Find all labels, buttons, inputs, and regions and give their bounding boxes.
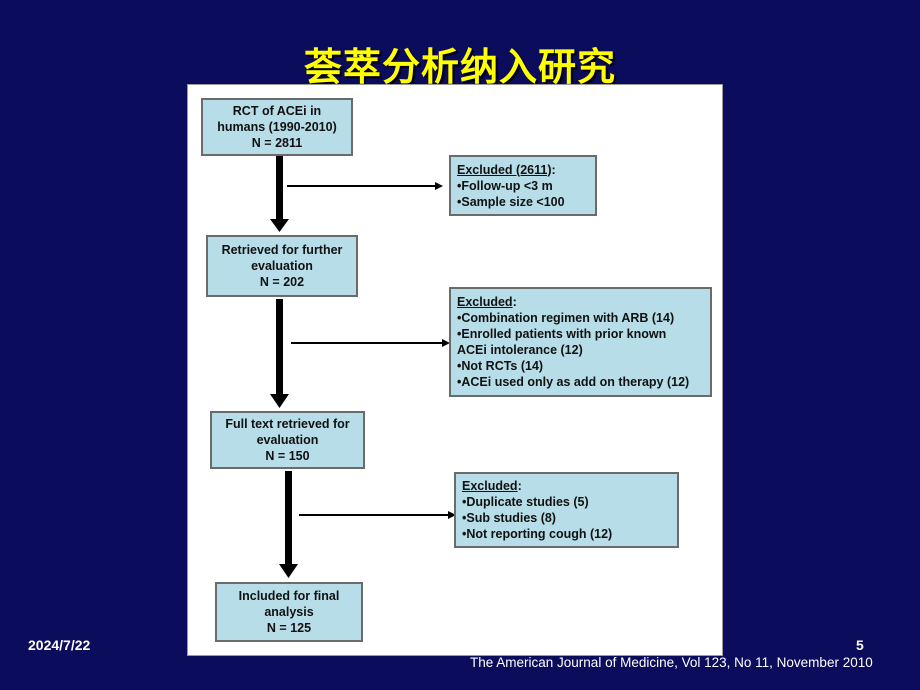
- stage-box-retrieved: Retrieved for further evaluation N = 202: [206, 235, 358, 297]
- flowchart-connectors: [270, 156, 456, 578]
- stage-box-rct: RCT of ACEi in humans (1990-2010) N = 28…: [201, 98, 353, 156]
- exclusion-heading-suffix: :: [512, 295, 517, 309]
- exclusion-box-3: Excluded: •Duplicate studies (5) •Sub st…: [454, 472, 679, 548]
- exclusion-item: •Sample size <100: [457, 194, 565, 209]
- slide-title: 荟萃分析纳入研究: [303, 45, 616, 89]
- stage-line: evaluation: [256, 433, 319, 447]
- stage-box-included: Included for final analysis N = 125: [215, 582, 363, 642]
- footer-page-number: 5: [856, 637, 864, 653]
- exclusion-heading: Excluded: [462, 479, 518, 493]
- exclusion-item: ACEi intolerance (12): [457, 343, 583, 357]
- exclusion-item: •Not RCTs (14): [457, 359, 544, 373]
- exclusion-heading-row: Excluded:: [457, 294, 704, 310]
- exclusion-item: •ACEi used only as add on therapy (12): [457, 375, 690, 389]
- footer-date: 2024/7/22: [28, 637, 91, 653]
- exclusion-heading-row: Excluded:: [462, 478, 671, 494]
- stage-line: evaluation: [251, 259, 313, 273]
- stage-line: N = 202: [259, 275, 305, 289]
- stage-line: N = 125: [266, 621, 312, 635]
- down-arrow-1: [270, 156, 289, 232]
- exclusion-heading-suffix: :: [517, 479, 522, 493]
- stage-line: Retrieved for further: [221, 243, 343, 257]
- stage-line: N = 150: [265, 449, 310, 463]
- stage-line: Included for final: [238, 589, 340, 603]
- stage-line: Full text retrieved for: [225, 417, 350, 431]
- stage-line: humans (1990-2010): [217, 120, 337, 134]
- exclusion-box-1: Excluded (2611): •Follow-up <3 m •Sample…: [449, 155, 597, 216]
- exclusion-heading-suffix: :: [551, 162, 556, 177]
- exclusion-item: •Follow-up <3 m: [457, 178, 553, 193]
- exclusion-heading: Excluded (2611): [457, 162, 552, 177]
- exclusion-item: •Duplicate studies (5): [462, 495, 589, 509]
- exclusion-item: •Enrolled patients with prior known: [457, 327, 667, 341]
- stage-box-full-text: Full text retrieved for evaluation N = 1…: [210, 411, 365, 469]
- flowchart-panel: RCT of ACEi in humans (1990-2010) N = 28…: [187, 84, 723, 656]
- exclusion-item: •Combination regimen with ARB (14): [457, 311, 675, 325]
- stage-line: N = 2811: [251, 136, 303, 150]
- stage-line: RCT of ACEi in: [232, 104, 322, 118]
- exclusion-item: •Sub studies (8): [462, 511, 556, 525]
- exclusion-heading: Excluded: [457, 295, 513, 309]
- down-arrow-2: [270, 299, 289, 408]
- footer-citation: The American Journal of Medicine, Vol 12…: [470, 655, 873, 670]
- exclusion-item: •Not reporting cough (12): [462, 527, 613, 541]
- down-arrow-3: [279, 471, 298, 578]
- stage-line: analysis: [264, 605, 314, 619]
- exclusion-heading-row: Excluded (2611):: [457, 162, 589, 178]
- exclusion-box-2: Excluded: •Combination regimen with ARB …: [449, 287, 712, 397]
